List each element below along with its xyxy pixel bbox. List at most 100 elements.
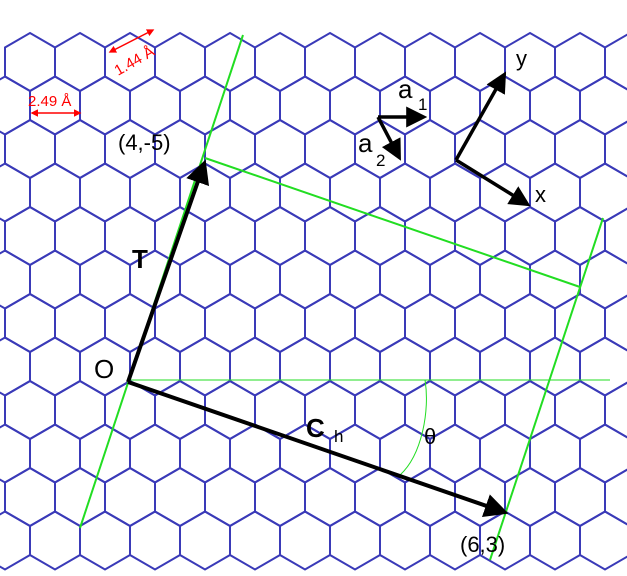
lattice-hexagon: [229, 162, 281, 223]
lattice-hexagon: [229, 249, 281, 310]
lattice-hexagon: [554, 379, 606, 441]
translation-label: T: [132, 244, 148, 274]
lattice-hexagon: [479, 423, 531, 484]
lattice-hexagon: [429, 336, 481, 397]
lattice-hexagon: [129, 75, 181, 136]
lattice-hexagon: [379, 336, 431, 397]
point-t-label: (4,-5): [118, 130, 171, 155]
lattice-hexagon: [279, 510, 331, 571]
lattice-hexagon: [0, 75, 31, 136]
lattice-hexagon: [354, 205, 406, 267]
lattice-hexagon: [604, 33, 627, 91]
lattice-hexagon: [29, 336, 81, 397]
lattice-hexagon: [154, 292, 206, 354]
lattice-hexagon: [204, 205, 256, 267]
lattice-hexagon: [79, 249, 131, 310]
lattice-hexagon: [29, 162, 81, 223]
lattice-hexagon: [604, 468, 627, 526]
lattice-hexagon: [154, 466, 206, 528]
lattice-hexagon: [604, 381, 627, 439]
lattice-hexagon: [229, 75, 281, 136]
lattice-hexagon: [479, 336, 531, 397]
lattice-hexagon: [479, 162, 531, 223]
lattice-hexagon: [404, 292, 456, 354]
lattice-hexagon: [529, 510, 581, 571]
lattice-hexagon: [379, 162, 431, 223]
bond-length-arrow: [108, 29, 155, 53]
lattice-hexagon: [154, 379, 206, 441]
lattice-hexagon: [254, 31, 306, 93]
lattice-hexagon: [4, 292, 56, 354]
lattice-hexagon: [404, 466, 456, 528]
lattice-hexagon: [104, 466, 156, 528]
lattice-hexagon: [79, 75, 131, 136]
lattice-hexagon: [329, 336, 381, 397]
chiral-vector: [127, 380, 509, 518]
lattice-hexagon: [529, 423, 581, 484]
lattice-hexagon: [304, 118, 356, 180]
lattice-hexagon: [554, 31, 606, 93]
lattice-hexagon: [204, 31, 256, 93]
lattice-hexagon: [0, 510, 31, 571]
a1-subscript: 1: [418, 95, 427, 114]
lattice-hexagon: [79, 510, 131, 571]
lattice-hexagon: [154, 31, 206, 93]
lattice-hexagon: [304, 292, 356, 354]
lattice-hexagon: [329, 75, 381, 136]
a1-label: a: [398, 74, 413, 104]
lattice-hexagon: [179, 336, 231, 397]
lattice-hexagon: [179, 249, 231, 310]
lattice-hexagon: [129, 423, 181, 484]
lattice-hexagon: [504, 292, 556, 354]
lattice-hexagon: [429, 75, 481, 136]
axis-y-vector: [454, 71, 507, 161]
a2-label: a: [358, 128, 373, 158]
chiral-angle-label: θ: [424, 424, 436, 449]
chiral-vector-label: C: [306, 413, 325, 443]
hexagonal-lattice: [0, 31, 627, 571]
lattice-hexagon: [179, 423, 231, 484]
translation-vector: [126, 159, 210, 383]
lattice-hexagon: [129, 510, 181, 571]
lattice-hexagon: [4, 205, 56, 267]
lattice-hexagon: [0, 423, 31, 484]
lattice-hexagon: [554, 118, 606, 180]
cell-edge-top: [204, 157, 581, 288]
lattice-hexagon: [529, 75, 581, 136]
lattice-hexagon: [54, 118, 106, 180]
lattice-hexagon: [504, 118, 556, 180]
lattice-hexagon: [54, 205, 106, 267]
lattice-hexagon: [504, 205, 556, 267]
lattice-hexagon: [4, 379, 56, 441]
lattice-hexagon: [329, 510, 381, 571]
lattice-vectors: [126, 71, 531, 518]
lattice-hexagon: [504, 379, 556, 441]
lattice-hexagon: [0, 249, 31, 310]
lattice-hexagon: [279, 75, 331, 136]
unit-vector-a2: [376, 116, 401, 161]
lattice-hexagon: [354, 379, 406, 441]
lattice-hexagon: [229, 510, 281, 571]
lattice-hexagon: [0, 162, 31, 223]
lattice-hexagon: [179, 75, 231, 136]
point-ch-label: (6,3): [460, 532, 505, 557]
lattice-hexagon: [454, 205, 506, 267]
lattice-hexagon: [179, 510, 231, 571]
lattice-hexagon: [54, 379, 106, 441]
lattice-hexagon: [254, 118, 306, 180]
lattice-hexagon: [204, 466, 256, 528]
lattice-hexagon: [479, 249, 531, 310]
lattice-hexagon: [404, 31, 456, 93]
lattice-hexagon: [129, 162, 181, 223]
lattice-hexagon: [4, 31, 56, 93]
lattice-hexagon: [304, 466, 356, 528]
lattice-hexagon: [454, 31, 506, 93]
chiral-vector-subscript: h: [334, 427, 343, 446]
axis-x-label: x: [535, 182, 546, 207]
chiral-angle-arc: [399, 379, 427, 476]
lattice-hexagon: [254, 466, 306, 528]
lattice-hexagon: [554, 466, 606, 528]
lattice-hexagon: [429, 423, 481, 484]
lattice-hexagon: [379, 510, 431, 571]
